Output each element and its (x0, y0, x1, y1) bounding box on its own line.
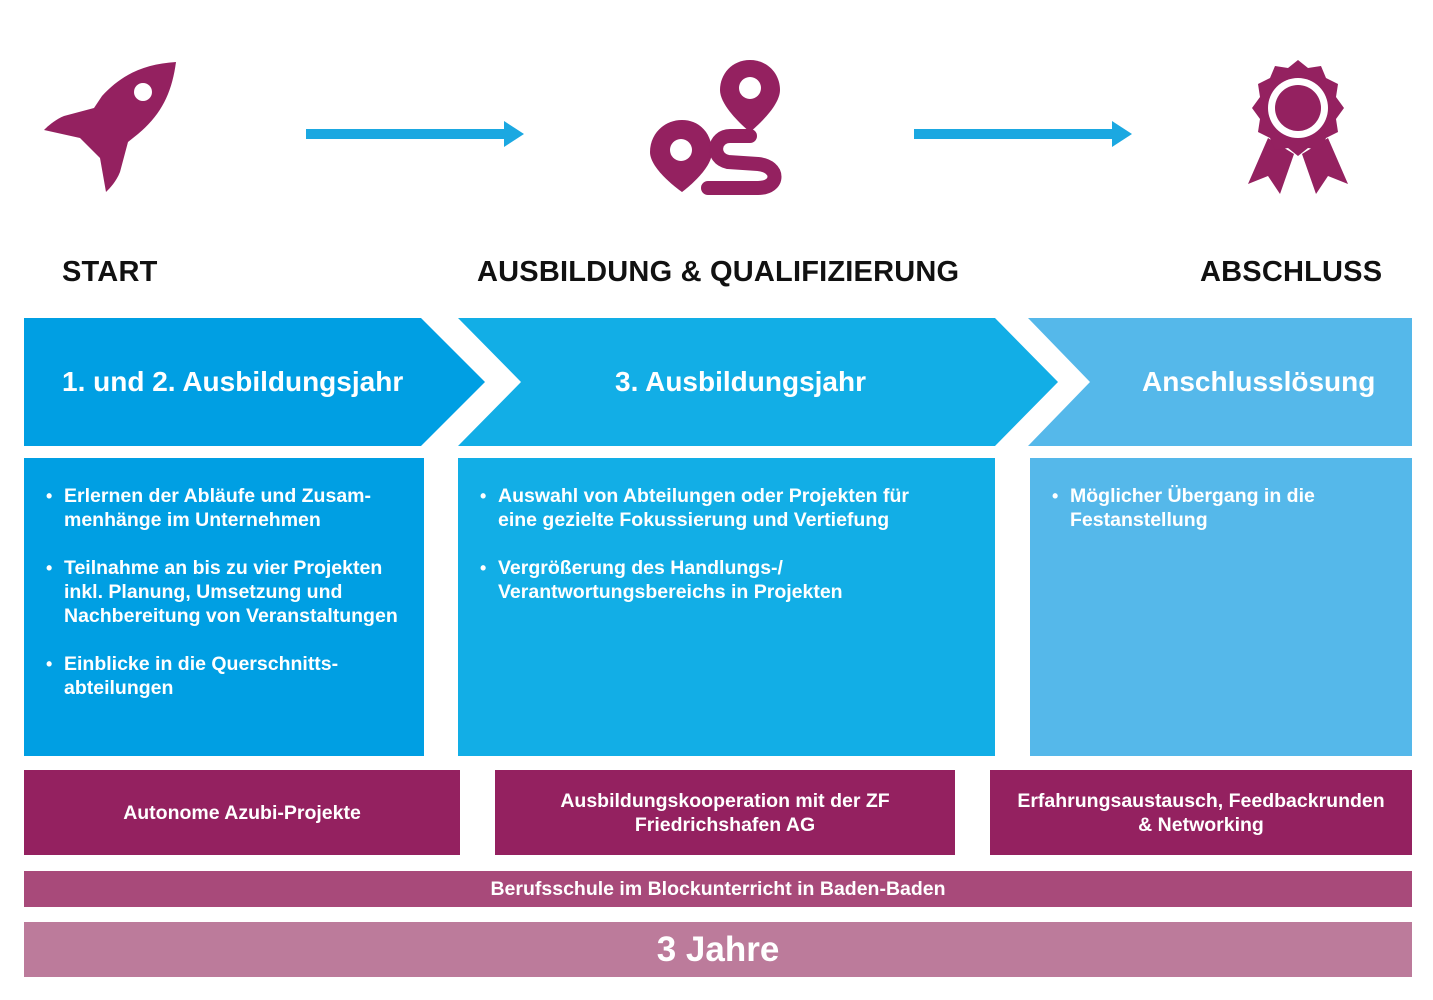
phase-1-list: Erlernen der Abläufe und Zusam­menhänge … (44, 484, 404, 700)
stage-title-completion: ABSCHLUSS (1200, 256, 1383, 288)
phase-3-list: Möglicher Übergang in die Festanstellung (1050, 484, 1392, 532)
banner-phase-3-shape (1028, 318, 1412, 446)
arrow-right-icon (306, 121, 524, 147)
route-icon (646, 58, 788, 198)
phase-3-details: Möglicher Übergang in die Festanstellung (1030, 458, 1412, 756)
program-azubi-projects: Autonome Azubi-Projekte (24, 770, 460, 855)
stage-title-start: START (62, 256, 158, 288)
duration-band: 3 Jahre (24, 922, 1412, 977)
award-ribbon-icon (1246, 58, 1350, 198)
phase-1-details: Erlernen der Abläufe und Zusam­menhänge … (24, 458, 424, 756)
banner-phase-2-shape (458, 318, 1058, 446)
list-item: Vergrößerung des Handlungs-/ Verantwortu… (480, 556, 915, 604)
list-item: Auswahl von Abteilungen oder Projekten f… (480, 484, 915, 532)
program-networking: Erfahrungsaustausch, Feedbackrunden & Ne… (990, 770, 1412, 855)
program-zf-cooperation: Ausbildungskooperation mit der ZF Friedr… (495, 770, 955, 855)
vocational-school-band: Berufsschule im Blockunterricht in Baden… (24, 871, 1412, 907)
list-item: Erlernen der Abläufe und Zusam­menhänge … (46, 484, 404, 532)
phase-2-details: Auswahl von Abteilungen oder Projekten f… (458, 458, 995, 756)
list-item: Einblicke in die Querschnitts­abteilunge… (46, 652, 404, 700)
banner-phase-2-label: 3. Ausbildungsjahr (615, 366, 866, 397)
banner-phase-1-label: 1. und 2. Ausbildungsjahr (62, 366, 404, 397)
phase-banners (24, 318, 1412, 446)
list-item: Teilnahme an bis zu vier Projek­ten inkl… (46, 556, 404, 628)
arrow-right-icon (914, 121, 1132, 147)
phase-2-list: Auswahl von Abteilungen oder Projekten f… (478, 484, 975, 604)
list-item: Möglicher Übergang in die Festanstellung (1052, 484, 1332, 532)
stage-title-training: AUSBILDUNG & QUALIFIZIERUNG (477, 256, 960, 288)
banner-phase-1-shape (24, 318, 485, 446)
rocket-icon (40, 58, 180, 198)
banner-phase-3-label: Anschlusslösung (1142, 366, 1376, 397)
